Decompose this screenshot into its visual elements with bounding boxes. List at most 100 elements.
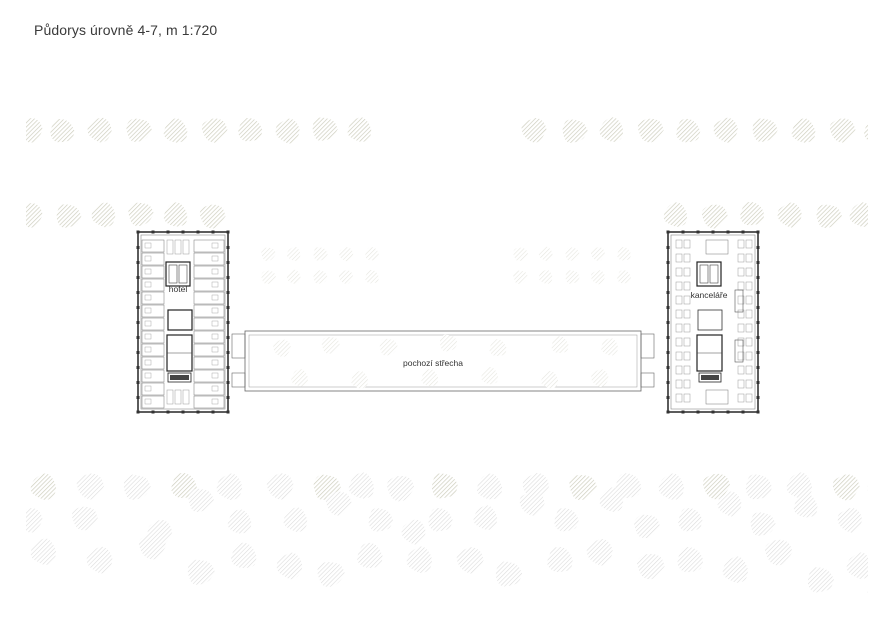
roof-planter	[617, 270, 631, 284]
office-desk	[737, 337, 745, 347]
tree-canopy	[745, 474, 773, 500]
tree-canopy	[163, 118, 188, 143]
tree-canopy	[26, 118, 43, 143]
office-desk	[745, 253, 753, 263]
hotel-room	[141, 304, 165, 318]
column	[756, 321, 760, 324]
hotel-room	[141, 265, 165, 279]
office-desk	[675, 337, 683, 347]
tree-canopy	[677, 547, 704, 573]
office-desk	[675, 379, 683, 389]
office-desk	[683, 239, 691, 249]
roof-planting	[601, 337, 618, 356]
tree-canopy	[750, 512, 776, 536]
tree-canopy	[547, 546, 573, 573]
column	[226, 246, 230, 249]
hotel-room	[193, 278, 225, 292]
column	[136, 306, 140, 309]
hotel-room	[141, 252, 165, 266]
roof-planter	[538, 269, 553, 284]
roof-planter	[261, 270, 276, 284]
roof-planter	[565, 247, 580, 261]
hotel-service-room	[166, 389, 174, 405]
hotel-room	[141, 369, 165, 383]
office-desk	[737, 239, 745, 249]
office-desk	[683, 295, 691, 305]
roof-planter	[513, 270, 528, 284]
tree-canopy	[615, 473, 642, 499]
tree-canopy	[832, 474, 860, 501]
column	[756, 366, 760, 369]
column	[226, 306, 230, 309]
hotel-bathroom	[144, 294, 152, 301]
roof-planter	[286, 269, 301, 284]
tree-canopy	[163, 202, 188, 227]
walkable-roof: pochozí střecha	[231, 330, 655, 392]
office-desk	[745, 267, 753, 277]
column	[226, 261, 230, 264]
tree-canopy	[554, 508, 579, 532]
office-building: kanceláře	[667, 231, 759, 413]
hotel-room	[193, 395, 225, 409]
tree-canopy	[663, 202, 688, 227]
office-desk	[675, 323, 683, 333]
hotel-bathroom	[211, 294, 219, 301]
tree-canopy	[713, 117, 739, 143]
office-desk	[737, 379, 745, 389]
roof-planter	[365, 247, 379, 261]
hotel-bathroom	[144, 385, 152, 392]
column	[226, 410, 230, 414]
column	[181, 410, 185, 414]
office-desk	[683, 267, 691, 277]
roof-planter	[617, 247, 631, 261]
tree-canopy	[406, 546, 433, 573]
hotel-service-room	[182, 389, 190, 405]
tree-canopy	[275, 118, 300, 144]
column	[226, 230, 230, 234]
structural-columns	[136, 230, 760, 414]
office-desk	[737, 267, 745, 277]
column	[226, 321, 230, 324]
hotel-bathroom	[144, 268, 152, 275]
tree-canopy	[201, 118, 228, 143]
hotel-room	[193, 343, 225, 357]
hotel-room	[141, 291, 165, 305]
column	[666, 381, 670, 384]
hotel-bathroom	[144, 398, 152, 405]
hotel-bathroom	[144, 255, 152, 262]
hotel-room	[193, 369, 225, 383]
roof-planter	[590, 247, 606, 262]
roof-planting	[321, 336, 340, 354]
tree-canopy	[283, 507, 308, 532]
hotel-room	[141, 239, 165, 253]
office-desk	[683, 337, 691, 347]
tree-canopy	[495, 561, 523, 587]
office-desk	[745, 393, 753, 403]
hotel-room	[141, 343, 165, 357]
tree-canopy	[348, 472, 374, 499]
roof-planter	[513, 247, 528, 261]
column	[681, 230, 685, 234]
office-desk	[737, 309, 745, 319]
office-desk	[683, 393, 691, 403]
tree-canopy	[325, 491, 352, 516]
tree-canopy	[431, 473, 459, 499]
tree-canopy	[702, 473, 731, 500]
column	[211, 230, 215, 234]
office-desk	[675, 309, 683, 319]
column	[226, 276, 230, 279]
column	[666, 306, 670, 309]
hotel-bathroom	[211, 242, 219, 249]
meeting-room	[705, 389, 729, 405]
tree-canopy	[786, 472, 812, 499]
hotel-bathroom	[144, 242, 152, 249]
tree-canopy	[637, 553, 665, 580]
meeting-room	[705, 239, 729, 255]
tree-canopy	[428, 507, 453, 532]
tree-canopy	[30, 538, 57, 565]
hotel-room	[193, 330, 225, 344]
column	[136, 261, 140, 264]
roof-planting	[591, 369, 609, 387]
column	[181, 230, 185, 234]
office-desk	[683, 323, 691, 333]
